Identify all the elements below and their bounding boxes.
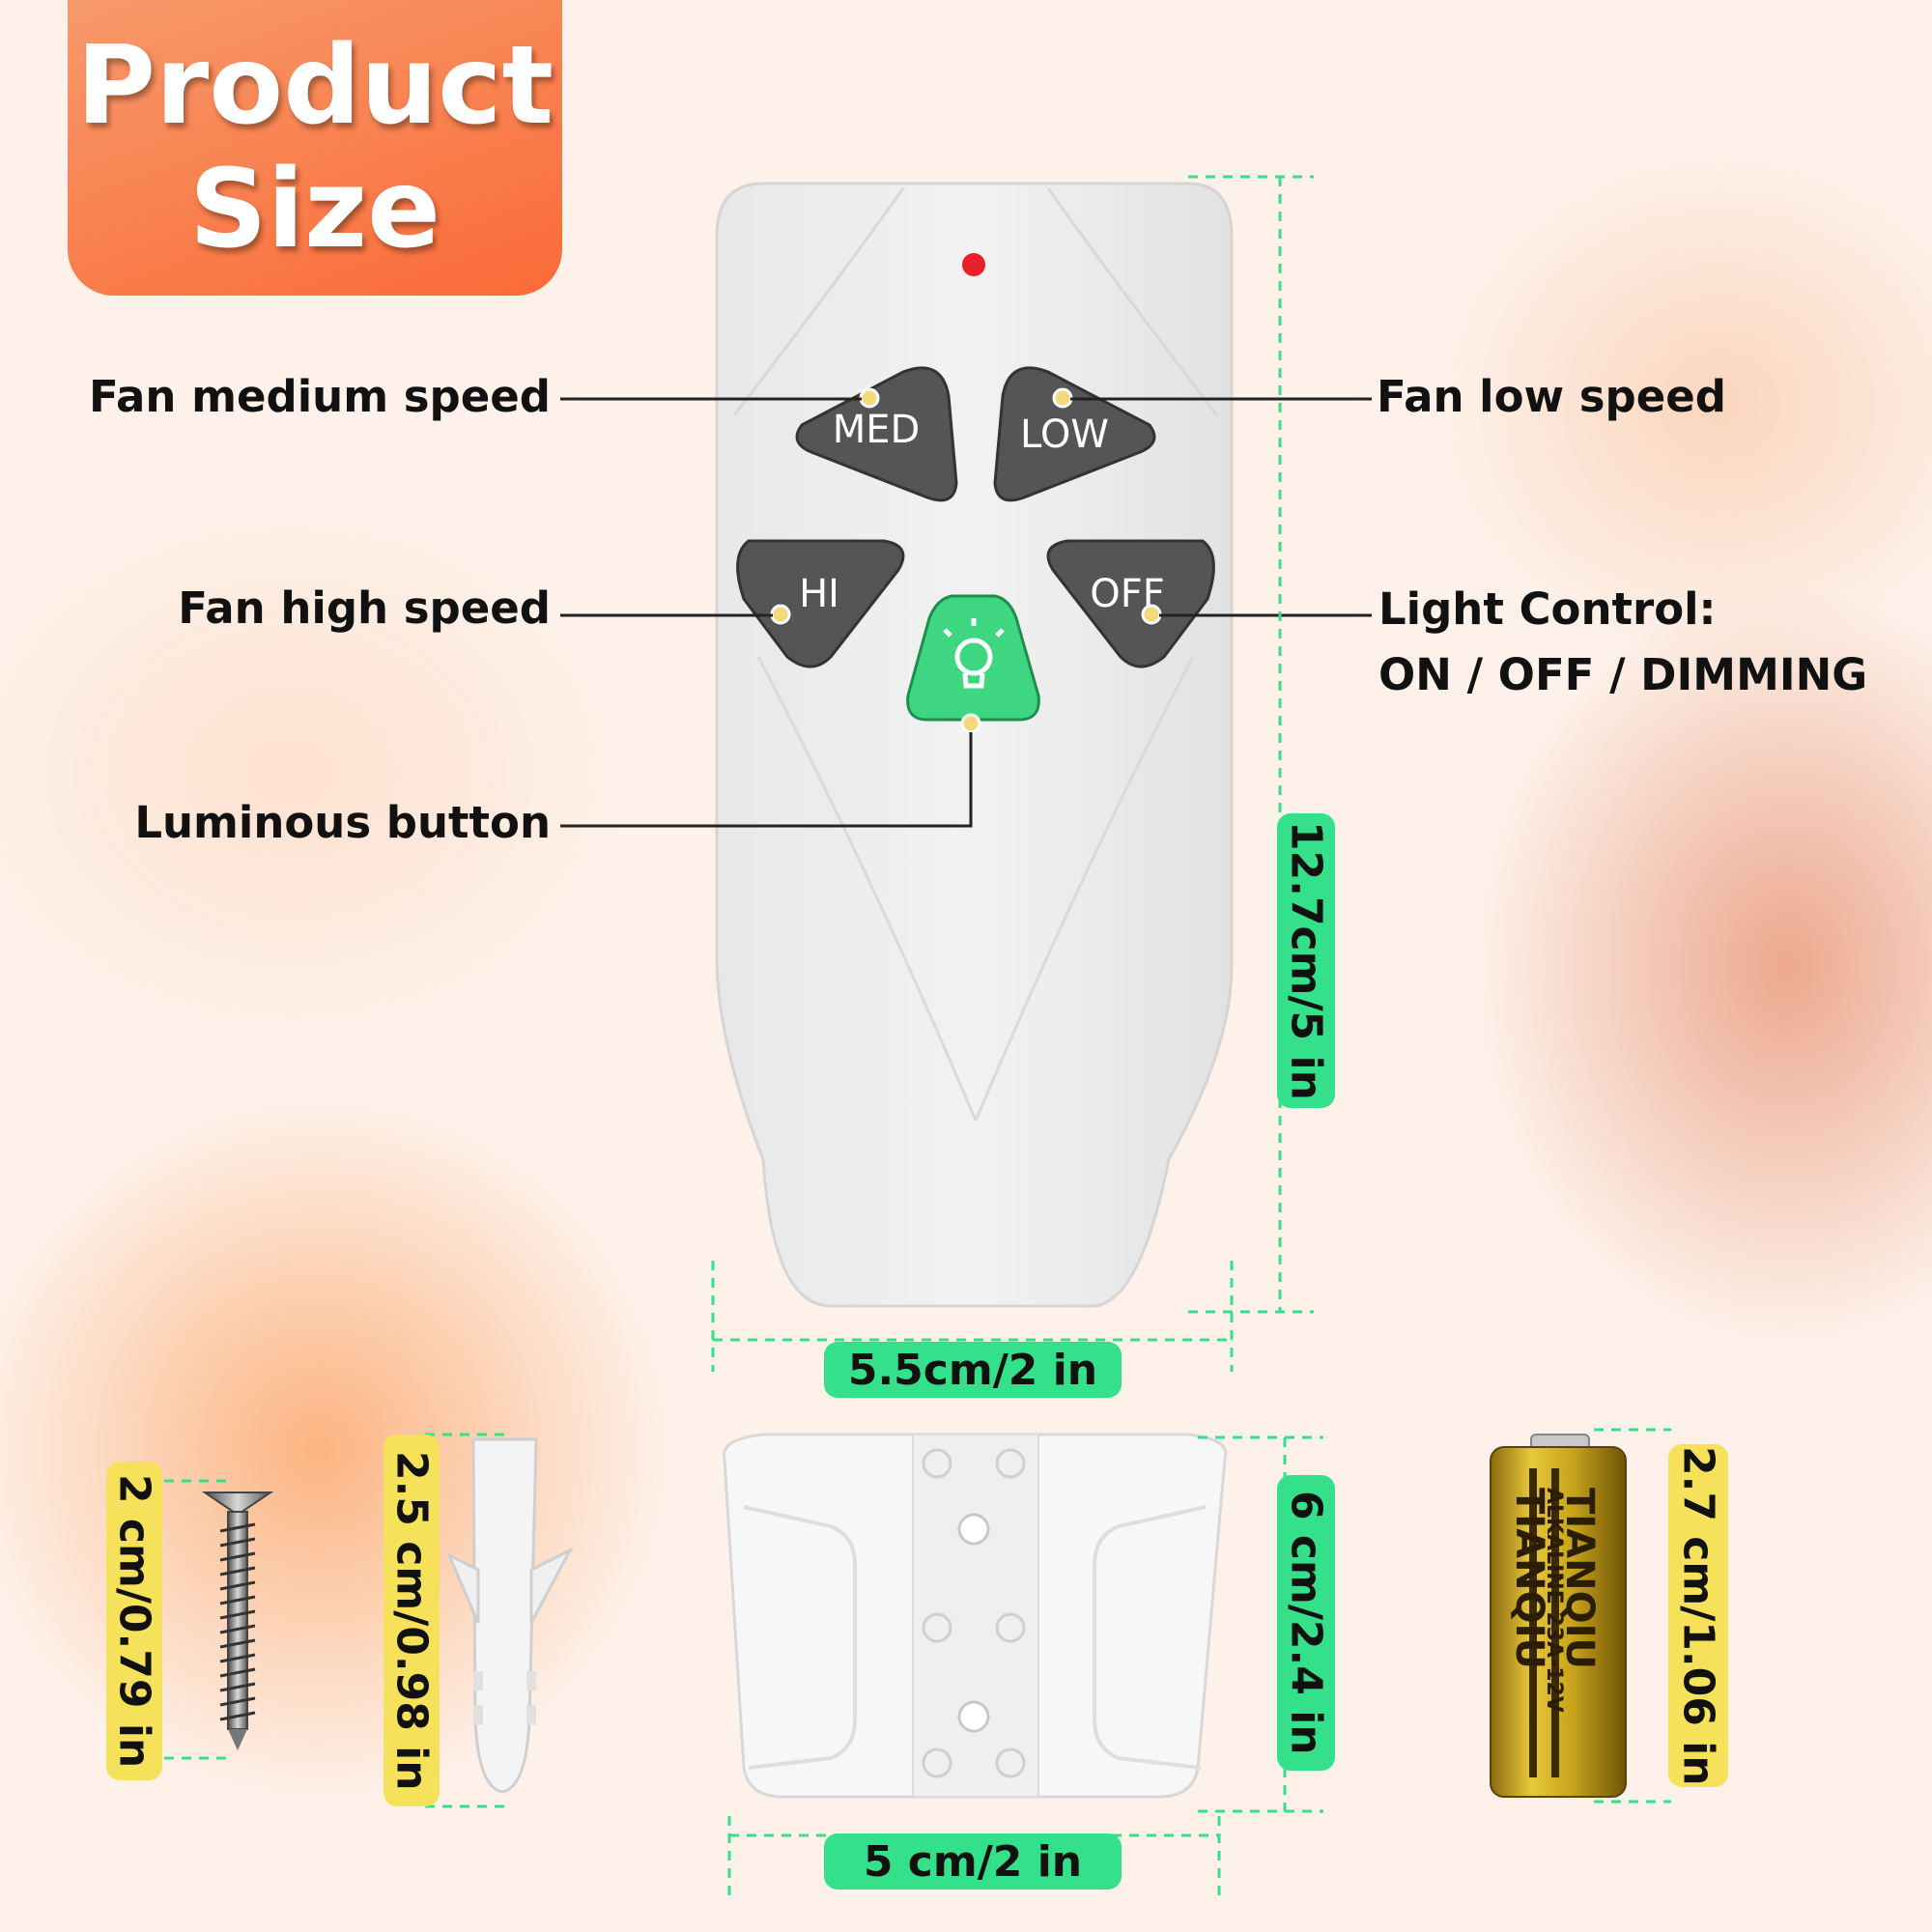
low-button-label: LOW	[1020, 412, 1109, 457]
hi-button-label: HI	[799, 572, 839, 616]
remote-holder	[723, 1433, 1228, 1799]
battery-brand-text-2: TIANQIU	[1557, 1488, 1602, 1669]
wall-anchor	[446, 1437, 574, 1794]
battery-dimension-guides	[1594, 1428, 1671, 1804]
battery: TIANQIU ALKALINE 23A-12V TIANQIU	[1490, 1434, 1627, 1798]
anchor-length-dimension: 2.5 cm/0.98 in	[384, 1435, 440, 1806]
callout-light-control-title: Light Control:	[1378, 583, 1717, 635]
badge-line-1: Product	[75, 23, 554, 149]
low-button-shape	[993, 366, 1156, 502]
hi-button-shape	[736, 539, 905, 668]
holder-width-dimension: 5 cm/2 in	[824, 1833, 1122, 1889]
med-button-shape	[795, 366, 958, 502]
off-button-label: OFF	[1090, 572, 1165, 616]
remote-height-dimension: 12.7cm/5 in	[1277, 813, 1335, 1108]
off-button-shape	[1046, 539, 1215, 668]
remote-dimension-guides	[711, 175, 1314, 1372]
remote-width-dimension: 5.5cm/2 in	[824, 1342, 1122, 1398]
screw	[201, 1492, 274, 1750]
holder-height-dimension: 6 cm/2.4 in	[1277, 1475, 1335, 1771]
battery-length-dimension: 2.7 cm/1.06 in	[1668, 1444, 1728, 1787]
battery-brand-text: TIANQIU	[1507, 1488, 1551, 1669]
callout-fan-high-speed: Fan high speed	[178, 582, 551, 634]
battery-spec-text: ALKALINE 23A-12V	[1542, 1488, 1566, 1713]
remote-control	[715, 182, 1234, 1308]
product-size-badge: Product Size	[68, 0, 562, 296]
luminous-button-shape	[906, 594, 1040, 722]
callout-lines	[560, 397, 1372, 828]
callout-fan-low-speed: Fan low speed	[1377, 371, 1726, 422]
callout-luminous-button: Luminous button	[134, 797, 551, 848]
screw-length-dimension: 2 cm/0.79 in	[106, 1462, 162, 1780]
med-button-label: MED	[833, 408, 921, 452]
callout-fan-medium-speed: Fan medium speed	[88, 371, 551, 422]
callout-dots	[770, 387, 1162, 734]
screw-dimension-guides	[164, 1479, 232, 1760]
badge-line-2: Size	[188, 147, 441, 272]
callout-light-control-modes: ON / OFF / DIMMING	[1378, 649, 1868, 700]
anchor-dimension-guides	[425, 1433, 507, 1808]
led-indicator	[962, 253, 985, 276]
lightbulb-icon	[943, 618, 1005, 689]
